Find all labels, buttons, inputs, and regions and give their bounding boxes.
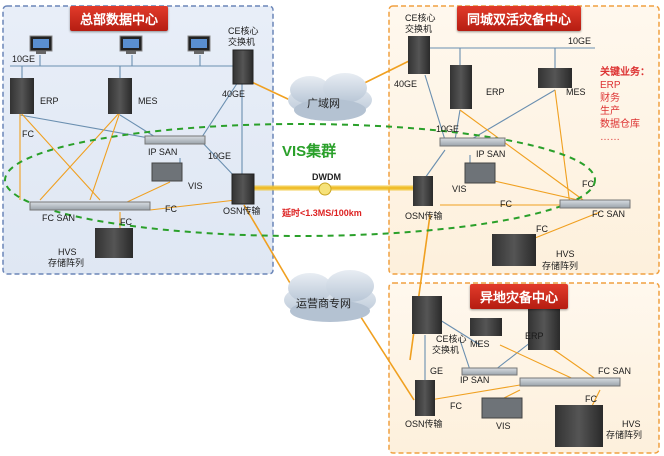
hq-fc-mid: FC	[120, 217, 132, 227]
hq-hvs: HVS	[58, 247, 77, 257]
hq-fc-san-switch	[29, 201, 151, 211]
city-erp-server-shape	[450, 65, 472, 109]
hq-ip-san-switch	[144, 135, 206, 145]
remote-title: 异地灾备中心	[470, 284, 569, 309]
remote-mes-shape	[470, 318, 502, 336]
hq-ip-san: IP SAN	[148, 147, 178, 157]
remote-osn-shape	[415, 380, 435, 416]
wan-label: 广域网	[307, 98, 340, 110]
hq-osn: OSN传输	[223, 206, 261, 216]
city-mes-server-shape	[538, 68, 572, 88]
hq-hvs-sub: 存储阵列	[48, 258, 85, 268]
hq-fc-san: FC SAN	[42, 213, 76, 223]
city-ip-san: IP SAN	[476, 149, 506, 159]
dwdm-marker	[318, 182, 332, 196]
remote-osn: OSN传输	[405, 419, 443, 429]
remote-ce-switch-shape	[412, 296, 442, 334]
remote-ip-san-switch	[461, 367, 518, 376]
business-list: 关键业务： ERP 财务 生产 数据仓库 ……	[600, 66, 650, 144]
remote-fc-san-switch	[519, 377, 621, 387]
hq-monitors	[29, 35, 211, 54]
city-osn: OSN传输	[405, 211, 443, 221]
vis-cluster-label: VIS集群	[282, 143, 337, 160]
business-title: 关键业务：	[600, 67, 650, 78]
remote-vis: VIS	[496, 421, 511, 431]
city-40ge: 40GE	[394, 79, 418, 89]
hq-mes: MES	[138, 96, 158, 106]
remote-ip-san: IP SAN	[460, 375, 490, 385]
vis-cluster-ellipse	[4, 123, 596, 237]
remote-ce-core: CE核心	[436, 334, 467, 344]
city-fc-3: FC	[536, 224, 548, 234]
business-item: 财务	[600, 93, 620, 104]
city-hvs-sub: 存储阵列	[542, 261, 579, 271]
carrier-cloud-shape	[284, 270, 376, 322]
remote-hvs: HVS	[622, 419, 641, 429]
delay-label: 延时<1.3MS/100km	[282, 208, 362, 218]
city-ip-san-switch	[439, 137, 506, 147]
hq-ce-switch-shape	[232, 49, 254, 85]
hq-erp-server-shape	[10, 78, 34, 114]
business-item: 生产	[600, 106, 620, 117]
hq-ce-switch: 交换机	[228, 37, 256, 47]
remote-erp: ERP	[525, 331, 544, 341]
hq-hvs-shape	[95, 228, 133, 258]
hq-erp: ERP	[40, 96, 59, 106]
hq-40ge: 40GE	[222, 89, 246, 99]
city-hvs-shape	[492, 234, 536, 266]
hq-osn-shape	[231, 173, 255, 205]
carrier-label: 运营商专网	[296, 298, 351, 310]
hq-mes-server-shape	[108, 78, 132, 114]
hq-10ge: 10GE	[12, 54, 36, 64]
city-ce-core: CE核心	[405, 13, 436, 23]
city-vis: VIS	[452, 184, 467, 194]
hq-fc-left: FC	[22, 129, 34, 139]
hq-vis: VIS	[188, 181, 203, 191]
same-city-title: 同城双活灾备中心	[457, 6, 582, 31]
hq-10ge-2: 10GE	[208, 151, 232, 161]
city-osn-shape	[413, 176, 433, 206]
city-ce-switch: 交换机	[405, 24, 433, 34]
city-fc-san-switch	[559, 199, 631, 209]
city-10ge-2: 10GE	[436, 124, 460, 134]
wan-cloud-shape	[288, 73, 372, 121]
hq-fc-low: FC	[165, 204, 177, 214]
remote-fc-2: FC	[585, 394, 597, 404]
hq-title: 总部数据中心	[70, 6, 169, 31]
remote-hvs-sub: 存储阵列	[606, 430, 643, 440]
remote-ce-switch: 交换机	[432, 345, 460, 355]
remote-fc-1: FC	[450, 401, 462, 411]
city-fc-san: FC SAN	[592, 209, 626, 219]
city-hvs: HVS	[556, 249, 575, 259]
city-erp: ERP	[486, 87, 505, 97]
business-item: ERP	[600, 80, 621, 91]
remote-vis-box	[481, 397, 523, 419]
remote-mes: MES	[470, 339, 490, 349]
business-item: ……	[600, 132, 620, 143]
city-fc-1: FC	[582, 179, 594, 189]
city-mes: MES	[566, 87, 586, 97]
hq-vis-box	[151, 162, 183, 182]
remote-fc-san: FC SAN	[598, 366, 632, 376]
city-vis-box	[464, 162, 496, 184]
remote-ge: GE	[430, 366, 444, 376]
city-10ge: 10GE	[568, 36, 592, 46]
city-fc-2: FC	[500, 199, 512, 209]
city-ce-switch-shape	[408, 36, 430, 74]
dwdm-label: DWDM	[312, 172, 341, 182]
business-item: 数据仓库	[600, 119, 640, 130]
remote-hvs-shape	[555, 405, 603, 447]
hq-ce-core: CE核心	[228, 26, 259, 36]
